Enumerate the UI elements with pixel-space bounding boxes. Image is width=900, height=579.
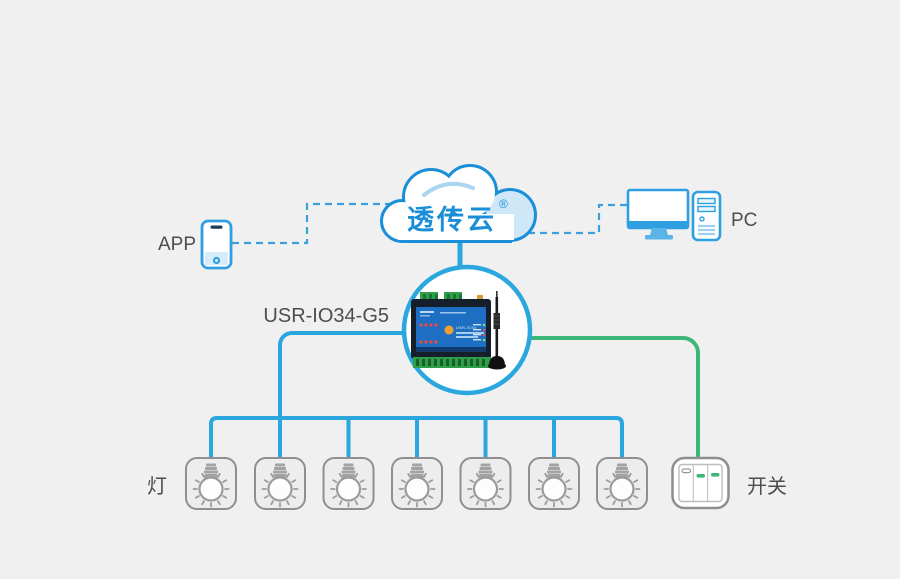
lamp-box xyxy=(253,456,307,511)
device-to-lamps-link xyxy=(278,331,404,457)
device-logo xyxy=(444,325,454,335)
desktop-computer-icon xyxy=(626,188,722,242)
cloud-icon: 透传云 ® xyxy=(380,164,537,243)
switch-label: 开关 xyxy=(747,475,787,498)
tower-drive-bay xyxy=(697,197,716,205)
lamp-box xyxy=(459,456,512,511)
switch-rocker-on xyxy=(696,474,705,478)
lamp-box xyxy=(595,456,649,511)
tower-drive-bay xyxy=(697,205,716,213)
lamp-box xyxy=(390,456,444,511)
antenna-connector xyxy=(477,295,483,300)
lamp-box xyxy=(322,456,375,511)
device-panel-strip xyxy=(416,347,486,352)
lamps-bus-line xyxy=(209,416,624,457)
cloud-highlight xyxy=(422,181,475,197)
switch-rocker-off xyxy=(681,468,692,474)
lamps-row xyxy=(184,456,649,511)
device-panel-text: USR-IO34 xyxy=(456,325,477,330)
tower-vents xyxy=(698,224,715,236)
lamps-label: 灯 xyxy=(147,475,167,498)
io-controller-device-photo: USR-IO34 xyxy=(411,291,506,370)
switch-rocker-on xyxy=(711,473,720,477)
device-top-terminals xyxy=(420,292,462,302)
app-to-cloud-dashed-link xyxy=(232,202,392,245)
lamp-box xyxy=(527,456,581,511)
monitor-stand xyxy=(650,228,668,235)
device-to-switch-link xyxy=(529,336,700,459)
monitor-bezel xyxy=(629,221,687,227)
app-label: APP xyxy=(158,234,196,255)
tower-power-button xyxy=(699,216,705,222)
device-label: USR-IO34-G5 xyxy=(263,305,389,327)
lamp-box xyxy=(184,456,238,511)
device-leds xyxy=(419,323,438,344)
device-indicators xyxy=(473,323,486,342)
phone-speaker xyxy=(210,225,223,229)
monitor-base xyxy=(645,235,673,240)
antenna-icon xyxy=(488,291,506,370)
pc-label: PC xyxy=(731,210,757,231)
cloud-registered-mark: ® xyxy=(499,197,508,211)
cloud-label: 透传云 xyxy=(407,205,497,235)
cloud-to-pc-dashed-link xyxy=(528,203,627,235)
device-bottom-terminals xyxy=(413,357,491,368)
wall-switch-icon xyxy=(671,456,730,510)
smartphone-icon xyxy=(200,219,233,270)
